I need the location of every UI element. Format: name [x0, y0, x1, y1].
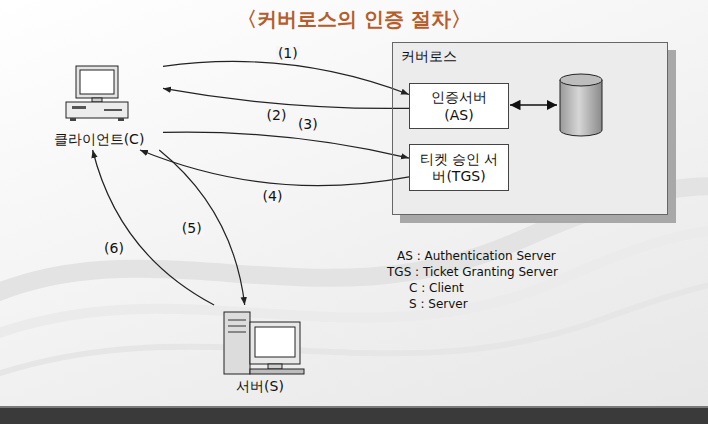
- icon-label: 서버(S): [209, 378, 311, 396]
- client-monitor: [76, 66, 118, 98]
- step-number: (4): [261, 189, 285, 204]
- background-swirl: [0, 230, 708, 340]
- client-slot: [72, 106, 86, 109]
- flow-arrow: [140, 150, 409, 186]
- diagram-title: 〈커버로스의 인증 절차〉: [0, 6, 708, 33]
- client-case: [66, 102, 128, 118]
- server-drive: [228, 320, 246, 321]
- server-screen: [255, 327, 295, 357]
- box-label: 인증서버 (AS): [426, 89, 492, 124]
- flow-arrow: [163, 61, 409, 94]
- client-screen: [80, 70, 114, 94]
- server-tower: [224, 312, 250, 374]
- flow-arrow: [163, 132, 409, 158]
- server-monitor: [250, 322, 300, 364]
- group-label: 커버로스: [401, 48, 457, 66]
- server-stand: [268, 364, 282, 369]
- flow-arrow: [93, 150, 215, 305]
- flow-arrow: [163, 88, 409, 108]
- step-number: (2): [265, 108, 289, 123]
- bottom-bar: [0, 408, 708, 424]
- bottom-bar-edge: [0, 406, 708, 408]
- abbreviation-note: S : Server: [409, 297, 468, 311]
- database-link: [510, 104, 557, 106]
- abbreviation-note: TGS : Ticket Granting Server: [387, 265, 558, 279]
- background-swirl: [0, 278, 708, 380]
- system-group: 커버로스인증서버 (AS) 티켓 승인 서버(TGS): [392, 42, 668, 215]
- server-box: 티켓 승인 서버(TGS): [409, 144, 509, 191]
- server-box: 인증서버 (AS): [409, 83, 509, 129]
- server-keyboard: [250, 369, 304, 374]
- step-number: (6): [102, 241, 126, 256]
- box-label: 티켓 승인 서버(TGS): [419, 150, 499, 185]
- text-holder: 커버로스: [401, 48, 457, 66]
- server-drive: [228, 326, 246, 327]
- text-holder: 인증서버 (AS): [410, 89, 508, 124]
- step-number: (5): [180, 221, 204, 236]
- server-node: 서버(S): [209, 305, 311, 397]
- abbreviation-note: C : Client: [409, 281, 464, 295]
- client-foot: [70, 118, 76, 121]
- group-fill: [392, 42, 668, 215]
- text-holder: 클라이언트(C): [35, 131, 163, 149]
- step-number: (3): [296, 117, 320, 132]
- database-top: [560, 74, 602, 86]
- text-holder: 티켓 승인 서버(TGS): [410, 150, 508, 185]
- abbreviation-note: AS : Authentication Server: [397, 249, 556, 263]
- client-neck: [92, 98, 102, 102]
- client-foot: [118, 118, 124, 121]
- client-node: 클라이언트(C): [35, 62, 163, 150]
- step-number: (1): [276, 46, 300, 61]
- client-slot: [104, 109, 122, 111]
- flow-arrow: [159, 150, 245, 305]
- icon-label: 클라이언트(C): [35, 131, 163, 149]
- text-holder: 서버(S): [209, 378, 311, 396]
- server-drive: [228, 332, 246, 333]
- database-body: [560, 80, 602, 136]
